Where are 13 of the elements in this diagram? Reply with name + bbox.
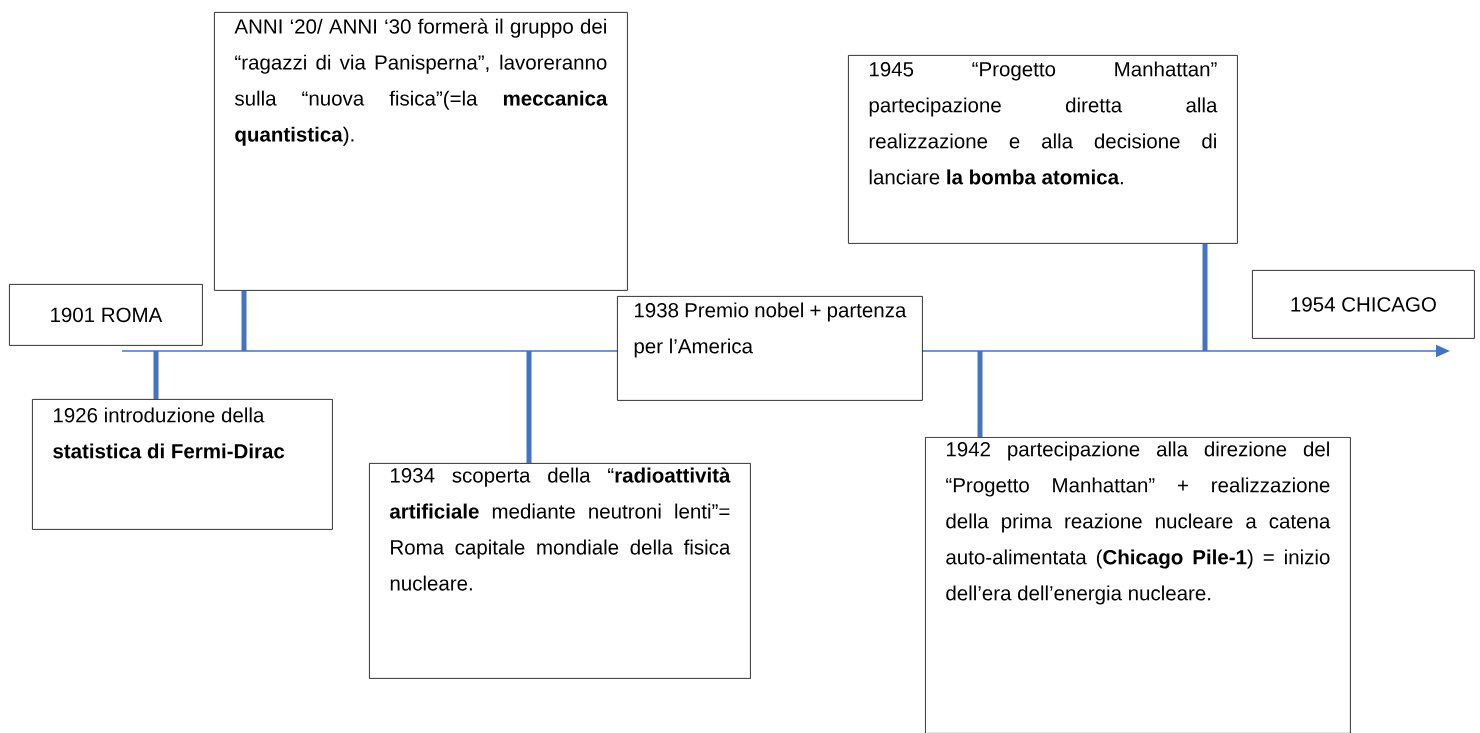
- connector-line: [977, 351, 983, 437]
- connector-line: [241, 290, 247, 351]
- text-box: 1901 ROMA: [9, 284, 203, 346]
- connector-line: [153, 351, 159, 399]
- text-box: 1934 scoperta della “radioattività artificiale mediante neutroni lenti”= Roma capitale mondiale della fisica nucleare.: [369, 463, 751, 679]
- text-box: 1945 “Progetto Manhattan” partecipazione diretta alla realizzazione e alla decisione di lanciare la bomba atomica.: [848, 55, 1238, 244]
- text-box: 1938 Premio nobel + partenza per l’America: [617, 296, 923, 401]
- connector-line: [526, 351, 532, 463]
- connector-line: [1202, 243, 1208, 351]
- text-box: 1942 partecipazione alla direzione del “Progetto Manhattan” + realizzazione della prima reazione nucleare a catena auto-alimentata (Chicago Pile-1) = inizio dell’era dell’energia nucleare.: [925, 437, 1351, 733]
- text-box: 1926 introduzione della statistica di Fermi-Dirac: [32, 399, 333, 530]
- text-box: 1954 CHICAGO: [1252, 270, 1475, 339]
- text-box: ANNI ‘20/ ANNI ‘30 formerà il gruppo dei “ragazzi di via Panisperna”, lavoreranno sulla “nuova fisica”(=la meccanica quantistica).: [214, 12, 628, 291]
